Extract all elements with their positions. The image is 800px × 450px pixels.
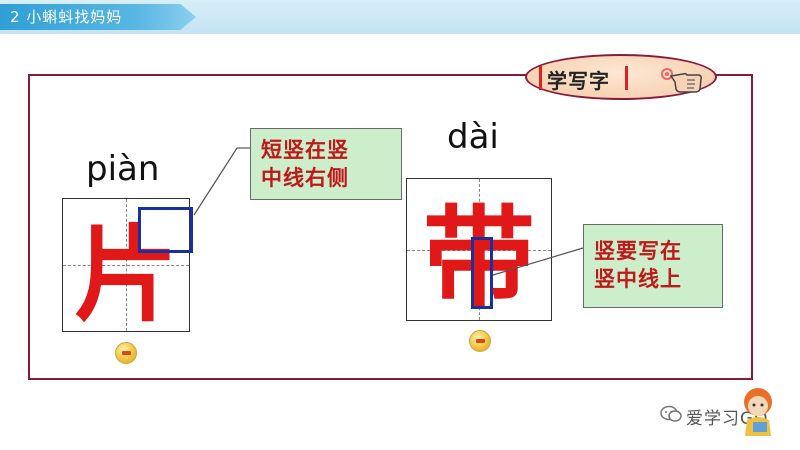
writing-grid-dai: 带	[406, 178, 552, 325]
tip-line-2: 竖中线上	[594, 267, 682, 291]
medal-icon	[115, 342, 137, 364]
mascot-icon	[744, 388, 772, 436]
wechat-icon	[660, 405, 682, 422]
badge-left-bar	[539, 66, 542, 90]
writing-grid-pian: 片	[62, 198, 193, 336]
leader-line-dai	[492, 247, 584, 276]
character-dai: 带	[423, 193, 535, 325]
content-frame	[28, 74, 753, 380]
top-banner: 2 小蝌蚪找妈妈	[0, 0, 800, 34]
grid-vertical-centerline	[479, 179, 480, 320]
medal-icon	[469, 330, 491, 352]
pointing-hand-icon	[661, 68, 702, 93]
tip-line-1: 短竖在竖	[261, 138, 349, 162]
leader-line-pian	[193, 147, 238, 216]
lesson-title: 2 小蝌蚪找妈妈	[0, 4, 196, 30]
pinyin-dai: dài	[447, 117, 499, 157]
badge-label: 学写字	[547, 69, 610, 93]
character-pian: 片	[73, 212, 178, 336]
learn-writing-badge[interactable]: 学写字	[525, 54, 717, 100]
stroke-highlight-box-dai	[471, 237, 493, 309]
tip-callout-pian: 短竖在竖 中线右侧	[250, 128, 402, 200]
pinyin-pian: piàn	[86, 149, 160, 189]
tip-line-2: 中线右侧	[261, 166, 349, 190]
tip-callout-dai: 竖要写在 竖中线上	[583, 224, 723, 308]
badge-right-bar	[625, 66, 628, 90]
stroke-highlight-box-pian	[138, 207, 193, 253]
tip-line-1: 竖要写在	[594, 239, 682, 263]
grid-vertical-centerline	[126, 199, 127, 331]
